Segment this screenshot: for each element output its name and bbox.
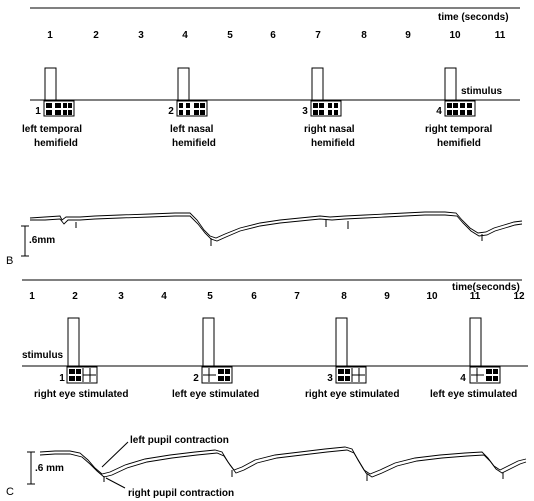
stimulus-caption: right nasal [304,124,355,135]
panel-c-time-tick: 10 [426,291,438,302]
stimulus-pulse [177,67,190,101]
stimulus-caption: hemifield [311,138,355,149]
stimulus-pulse [335,317,348,367]
panel-c-time-tick: 1 [29,291,35,302]
trace-c-left-pupil [39,446,527,475]
top-time-tick: 1 [47,30,53,41]
panel-b-traces: .6mm B [6,211,523,267]
panel-c-scale-label: .6 mm [35,463,64,474]
trace-c-right-pupil [39,449,527,478]
stimulus-pulse [311,67,324,101]
top-stimulus-2: 2 left nasal hemifield [168,67,216,149]
panel-c-stimulus-1: 1 right eye stimulated [34,317,128,400]
stimulus-caption: hemifield [172,138,216,149]
stimulus-field-icon [176,100,208,117]
top-stimulus-panel: time (seconds) 1 2 3 4 5 6 7 8 9 10 11 s… [22,7,520,149]
top-time-tick: 9 [405,30,411,41]
stimulus-caption: right eye stimulated [305,389,399,400]
top-time-tick: 6 [270,30,276,41]
stimulus-caption: left eye stimulated [430,389,517,400]
stimulus-number: 3 [302,106,308,117]
trace-b-upper [29,211,523,239]
stimulus-number: 3 [327,373,333,384]
panel-b-scale-label: .6mm [29,235,55,246]
stimulus-pulse [44,67,57,101]
top-stimulus-1: 1 left temporal hemifield [22,67,82,149]
top-time-tick: 2 [93,30,99,41]
top-stimulus-4: 4 right temporal hemifield [425,67,492,149]
stimulus-caption: hemifield [437,138,481,149]
top-time-tick: 10 [449,30,461,41]
top-time-tick: 11 [495,30,506,41]
annotation-right-pupil: right pupil contraction [128,488,234,499]
top-time-tick: 4 [182,30,188,41]
stimulus-pulse [469,317,482,367]
panel-c-time-tick: 5 [207,291,213,302]
panel-b-letter: B [6,255,13,267]
panel-c-time-tick: 2 [72,291,78,302]
panel-c-time-tick: 4 [161,291,167,302]
panel-c-time-ticks: 1 2 3 4 5 6 7 8 9 10 11 12 [29,291,525,302]
panel-c-time-tick: 3 [118,291,124,302]
annotation-leader-right [105,477,126,489]
panel-c-time-tick: 6 [251,291,257,302]
stimulus-number: 4 [436,106,442,117]
annotation-left-pupil: left pupil contraction [130,435,229,446]
stimulus-caption: left temporal [22,124,82,135]
panel-c-letter: C [6,486,14,498]
top-stimulus-3: 3 right nasal hemifield [302,67,355,149]
panel-c-stimulus-2: 2 left eye stimulated [172,317,259,400]
top-time-tick: 7 [315,30,321,41]
stimulus-pulse [202,317,215,367]
panel-c-time-tick: 11 [470,291,481,302]
top-time-ticks: 1 2 3 4 5 6 7 8 9 10 11 [47,30,506,41]
top-time-label: time (seconds) [438,12,509,23]
stimulus-pulse [444,67,457,101]
top-time-tick: 8 [361,30,367,41]
panel-c-time-tick: 7 [294,291,300,302]
stimulus-field-icon [310,100,342,117]
stimulus-number: 2 [193,373,199,384]
stimulus-number: 1 [59,373,65,384]
stimulus-number: 1 [35,106,41,117]
stimulus-caption: right eye stimulated [34,389,128,400]
top-time-tick: 5 [227,30,233,41]
top-time-tick: 3 [138,30,144,41]
stimulus-pulse [67,317,80,367]
stimulus-caption: left eye stimulated [172,389,259,400]
stimulus-caption: hemifield [34,138,78,149]
panel-c-stimulus-label: stimulus [22,350,64,361]
panel-c-stimulus-3: 3 right eye stimulated [305,317,399,400]
stimulus-number: 2 [168,106,174,117]
stimulus-caption: right temporal [425,124,492,135]
panel-c-stimulus-4: 4 left eye stimulated [430,317,517,400]
panel-c-time-tick: 12 [513,291,525,302]
stimulus-caption: left nasal [170,124,214,135]
annotation-leader-left [101,441,129,468]
top-stimulus-label: stimulus [461,86,503,97]
panel-c-time-tick: 9 [384,291,390,302]
trace-b-lower [30,214,523,242]
panel-c: time(seconds) 1 2 3 4 5 6 7 8 9 10 11 12… [6,279,528,499]
panel-c-time-tick: 8 [341,291,347,302]
panel-c-time-label: time(seconds) [452,282,520,293]
stimulus-number: 4 [460,373,466,384]
